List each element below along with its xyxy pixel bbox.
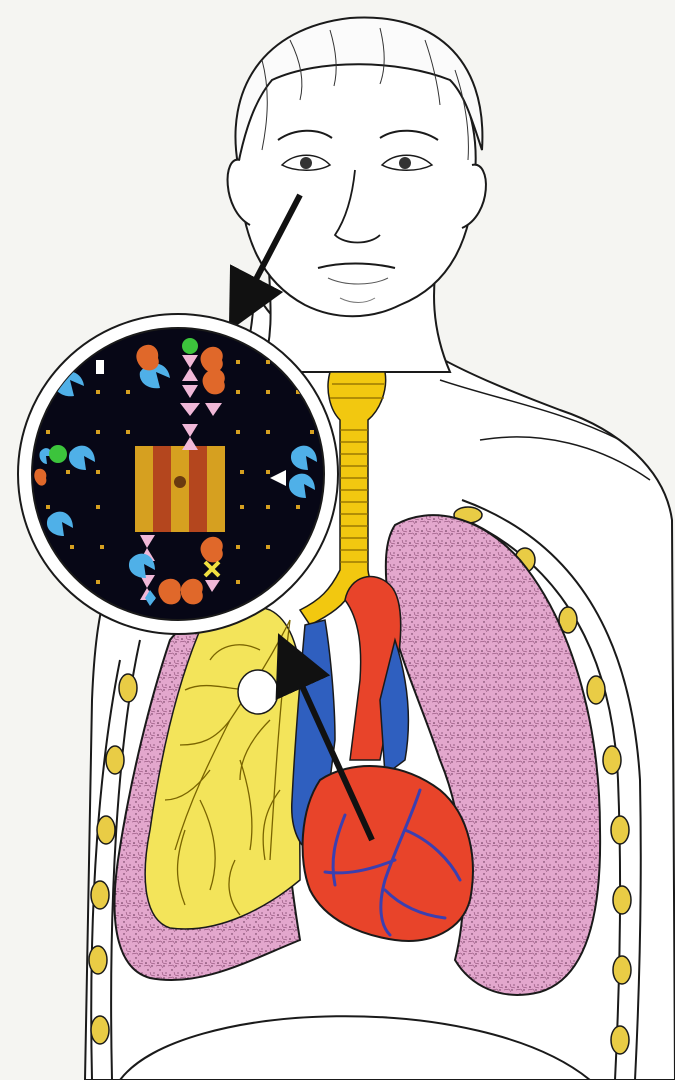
game-white-sprite	[96, 360, 104, 374]
game-green-orb	[182, 338, 198, 354]
game-center-block	[135, 446, 225, 532]
hilum-gap	[238, 670, 278, 714]
game-green-orb	[49, 445, 67, 463]
magnified-inset	[18, 314, 338, 634]
